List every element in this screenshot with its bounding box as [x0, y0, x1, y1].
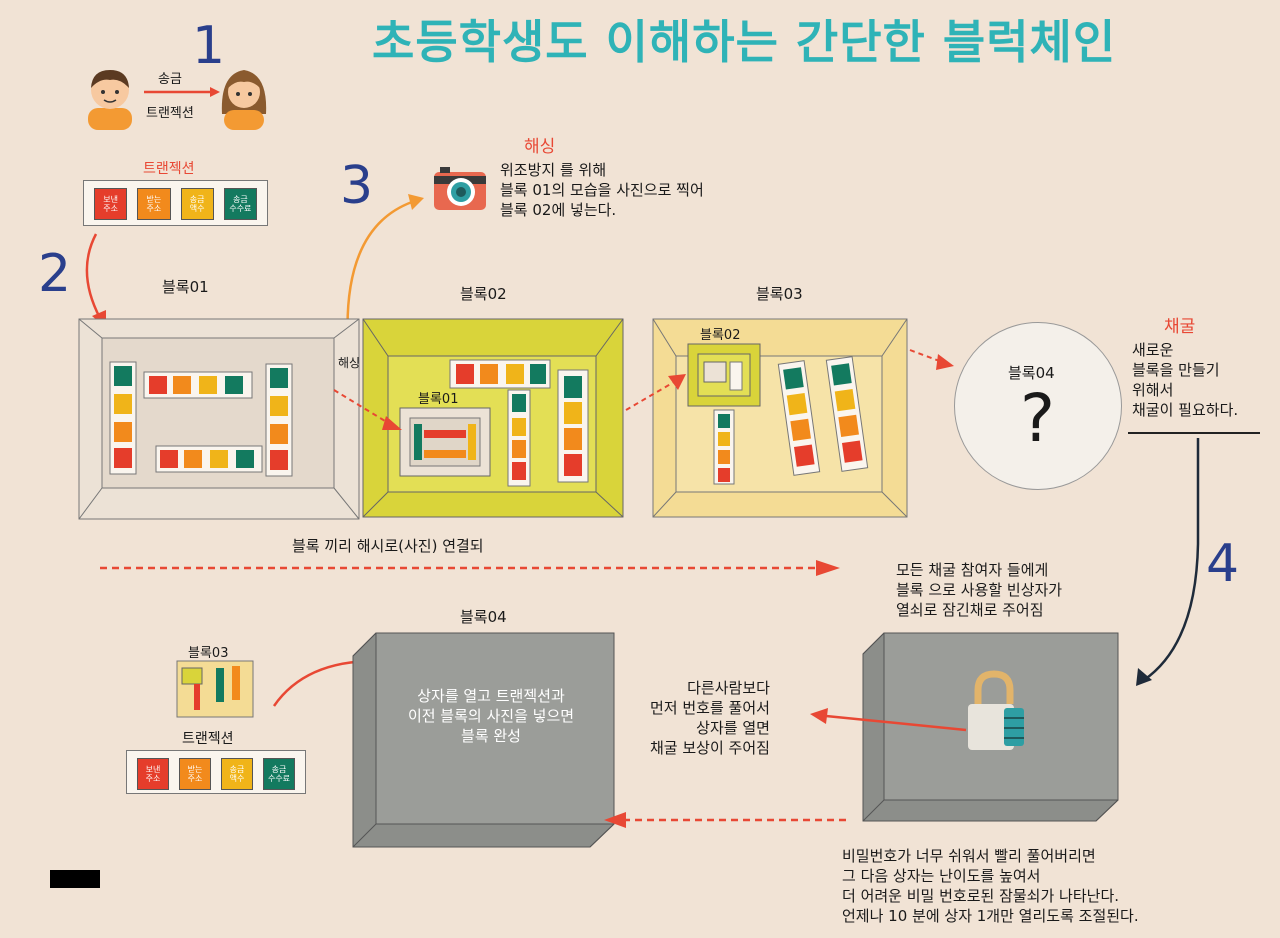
- bottom-transaction-label: 트랜젝션: [182, 731, 234, 747]
- block04-circle: [954, 322, 1122, 490]
- hash-link-arrow-2: [625, 374, 686, 411]
- hashing-description: 위조방지 를 위해 블록 01의 모습을 사진으로 찍어 블록 02에 넣는다.: [500, 161, 704, 219]
- bottom-transaction-card: 보낸 주소 받는 주소 송금 액수 송금 수수료: [126, 750, 306, 794]
- question-mark: ?: [1020, 380, 1056, 457]
- block01-label: 블록01: [162, 278, 209, 296]
- bottom-tx-chip-fee: 송금 수수료: [263, 758, 295, 790]
- step2-arrow: [85, 233, 106, 328]
- transaction-arrow-label: 트랜젝션: [146, 106, 194, 121]
- send-arrow: [144, 87, 220, 97]
- block03-label: 블록03: [756, 285, 803, 303]
- step-number-4: 4: [1206, 534, 1240, 594]
- block03-to-block04-arrow: [909, 349, 954, 370]
- hash-link-arrow-1: [333, 389, 402, 430]
- block02-label: 블록02: [460, 285, 507, 303]
- step-number-2: 2: [38, 244, 72, 304]
- chain-arrow: [100, 560, 840, 576]
- transaction-card: 보낸 주소 받는 주소 송금 액수 송금 수수료: [83, 180, 268, 226]
- padlock-icon: [968, 670, 1024, 750]
- tx-chip-amount: 송금 액수: [180, 188, 214, 220]
- mining-description: 새로운 블록을 만들기 위해서 채굴이 필요하다.: [1132, 341, 1239, 419]
- bottom-block04-label: 블록04: [460, 608, 507, 626]
- transaction-title: 트랜젝션: [143, 161, 195, 177]
- bottom-block03-label: 블록03: [188, 646, 229, 661]
- step4-description: 모든 채굴 참여자 들에게 블록 으로 사용할 빈상자가 열쇠로 잠긴채로 주어…: [896, 561, 1063, 619]
- block03-inner-block02-label: 블록02: [700, 328, 741, 343]
- camera-icon: [434, 167, 486, 210]
- reward-description: 다른사람보다 먼저 번호를 풀어서 상자를 열면 채굴 보상이 주어짐: [650, 679, 770, 757]
- block04-label: 블록04: [1008, 364, 1055, 382]
- tx-chip-from: 보낸 주소: [94, 188, 128, 220]
- difficulty-description: 비밀번호가 너무 쉬워서 빨리 풀어버리면 그 다음 상자는 난이도를 높여서 …: [842, 847, 1139, 925]
- tx-chip-fee: 송금 수수료: [223, 188, 257, 220]
- bottom-block03-thumb: [176, 660, 254, 718]
- bottom-tx-chip-to: 받는 주소: [179, 758, 211, 790]
- bottom-tx-chip-amount: 송금 액수: [221, 758, 253, 790]
- block03-box: [652, 318, 908, 518]
- hashing-side-label: 해싱: [338, 356, 361, 370]
- mining-title: 채굴: [1164, 317, 1196, 337]
- open-box-text: 상자를 열고 트랜젝션과 이전 블록의 사진을 넣으면 블록 완성: [407, 687, 575, 745]
- difficulty-arrow: [604, 812, 846, 828]
- page-title: 초등학생도 이해하는 간단한 블럭체인: [372, 15, 1117, 69]
- hashing-title: 해싱: [524, 137, 556, 157]
- step-number-1: 1: [192, 16, 226, 76]
- hashing-arrow: [346, 194, 424, 345]
- redaction-bar: [50, 870, 100, 888]
- sender-person-icon: [88, 70, 132, 130]
- block02-inner-block01-label: 블록01: [418, 392, 459, 407]
- bottom-tx-chip-from: 보낸 주소: [137, 758, 169, 790]
- step-number-3: 3: [340, 156, 374, 216]
- step4-arrow: [1136, 438, 1200, 686]
- send-label: 송금: [158, 72, 182, 87]
- block01-box: [78, 318, 360, 520]
- chain-description: 블록 끼리 해시로(사진) 연결되: [292, 537, 484, 555]
- block02-box: [362, 318, 624, 518]
- receiver-person-icon: [221, 70, 267, 130]
- open-box: [352, 632, 615, 848]
- mining-divider: [1128, 432, 1260, 434]
- reward-arrow: [810, 708, 967, 732]
- tx-chip-to: 받는 주소: [137, 188, 171, 220]
